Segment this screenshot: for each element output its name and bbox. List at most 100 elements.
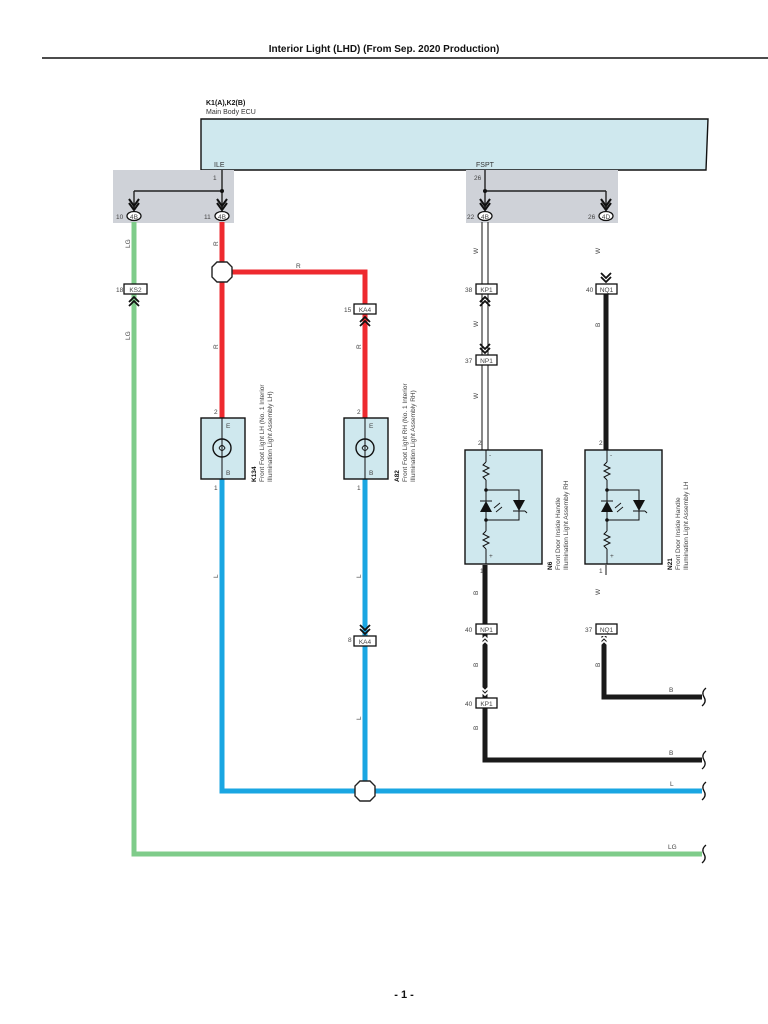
svg-text:W: W: [595, 588, 602, 595]
svg-text:40: 40: [586, 287, 594, 294]
ecu-code: K1(A),K2(B): [206, 100, 245, 107]
resistor-icon: [602, 461, 612, 481]
ecu-terminal-ile: ILE: [214, 162, 225, 169]
svg-text:NQ1: NQ1: [600, 627, 614, 634]
svg-text:KP1: KP1: [480, 701, 493, 708]
lamp-icon: [355, 438, 375, 458]
svg-text:Illumination Light Assembly LH: Illumination Light Assembly LH: [683, 481, 690, 570]
resistor-icon: [481, 530, 491, 550]
svg-text:1: 1: [480, 568, 484, 575]
ecu-name: Main Body ECU: [206, 109, 256, 116]
wire-w: [481, 222, 489, 450]
svg-text:Front Foot Light RH (No. 1 Int: Front Foot Light RH (No. 1 Interior: [402, 383, 409, 482]
component-a82: 2 E B 1 A82 Front Foot Light RH (No. 1 I…: [343, 383, 417, 492]
connector-nq1-40: 40 NQ1: [586, 272, 618, 295]
svg-text:-: -: [489, 452, 491, 459]
resistor-icon: [602, 530, 612, 550]
svg-text:KA4: KA4: [359, 307, 372, 314]
svg-text:N6: N6: [547, 561, 554, 570]
svg-text:8: 8: [348, 637, 352, 644]
svg-text:B: B: [473, 726, 480, 730]
svg-text:NQ1: NQ1: [600, 287, 614, 294]
component-k134: 2 E B 1 K134 Front Foot Light LH (No. 1 …: [200, 384, 274, 492]
wire-labels: LG LG R R R R L L L W W W W B B W B B B …: [125, 239, 677, 851]
svg-text:B: B: [369, 470, 373, 477]
page-title: Interior Light (LHD) (From Sep. 2020 Pro…: [269, 44, 500, 55]
svg-text:KA4: KA4: [359, 639, 372, 646]
svg-text:4D: 4D: [602, 214, 611, 221]
svg-text:37: 37: [465, 358, 473, 365]
junction-26-4d: 26 4D: [588, 210, 614, 222]
photodiode-icon: [633, 500, 645, 511]
svg-text:1: 1: [357, 485, 361, 492]
svg-text:4B: 4B: [130, 214, 138, 221]
svg-text:E: E: [369, 423, 374, 430]
connector-kp1-38: 38 KP1: [465, 283, 498, 307]
resistor-icon: [481, 461, 491, 481]
svg-text:11: 11: [204, 214, 211, 221]
svg-text:4B: 4B: [481, 214, 489, 221]
svg-text:2: 2: [214, 409, 218, 416]
splice-point-l: [354, 780, 376, 802]
connector-nq1-37: 37 NQ1: [585, 623, 618, 647]
connector-kp1-40: 40 KP1: [465, 685, 498, 709]
svg-text:L: L: [356, 716, 363, 720]
ecu-terminal-fspt: FSPT: [476, 162, 495, 169]
svg-text:18: 18: [116, 287, 124, 294]
svg-text:W: W: [473, 392, 480, 399]
svg-text:LG: LG: [668, 844, 677, 851]
ecu-pin-fspt: 26: [474, 175, 482, 182]
junction-10-4b: 10 4B: [116, 210, 142, 222]
wire-lg: [131, 222, 702, 857]
svg-text:Illumination Light Assembly RH: Illumination Light Assembly RH: [563, 480, 570, 570]
svg-text:40: 40: [465, 701, 473, 708]
svg-text:Illumination Light Assembly LH: Illumination Light Assembly LH): [267, 391, 274, 482]
svg-text:B: B: [595, 663, 602, 667]
component-n21: 2 - + 1 N21 Front Door Inside Handle Ill…: [584, 440, 690, 575]
ecu-pin-ile: 1: [213, 175, 217, 182]
svg-text:B: B: [473, 591, 480, 595]
connector-ka4-15: 15 KA4: [344, 303, 377, 327]
svg-text:E: E: [226, 423, 231, 430]
svg-text:KP1: KP1: [480, 287, 493, 294]
svg-text:B: B: [669, 687, 673, 694]
lamp-icon: [212, 438, 232, 458]
svg-text:NP1: NP1: [480, 358, 493, 365]
svg-text:15: 15: [344, 307, 352, 314]
svg-text:1: 1: [599, 568, 603, 575]
component-n6: 2 - + 1 N6 Front Door Inside Handle Illu…: [464, 440, 570, 575]
connector-np1-37: 37 NP1: [465, 343, 498, 366]
junction-11-4b: 11 4B: [204, 210, 230, 222]
svg-text:Front Door Inside Handle: Front Door Inside Handle: [555, 497, 562, 570]
svg-text:40: 40: [465, 627, 473, 634]
splice-point-r: [211, 261, 233, 283]
svg-text:Front Door Inside Handle: Front Door Inside Handle: [675, 497, 682, 570]
svg-text:L: L: [213, 574, 220, 578]
wire-break-symbols: [701, 687, 707, 864]
led-icon: [480, 501, 492, 512]
svg-text:W: W: [473, 320, 480, 327]
junction-22-4b: 22 4B: [467, 210, 493, 222]
svg-text:B: B: [473, 663, 480, 667]
wire-b-nq1: [601, 636, 702, 700]
connector-ka4-8: 8 KA4: [348, 624, 377, 647]
connector-np1-40: 40 NP1: [465, 623, 498, 647]
svg-text:Front Foot Light LH (No. 1 Int: Front Foot Light LH (No. 1 Interior: [259, 384, 266, 482]
svg-text:4B: 4B: [218, 214, 226, 221]
svg-text:2: 2: [357, 409, 361, 416]
svg-text:NP1: NP1: [480, 627, 493, 634]
svg-text:37: 37: [585, 627, 593, 634]
svg-text:R: R: [213, 344, 220, 349]
svg-text:1: 1: [214, 485, 218, 492]
wire-l-lh: [219, 478, 702, 794]
svg-text:-: -: [610, 452, 612, 459]
svg-text:Illumination Light Assembly RH: Illumination Light Assembly RH): [410, 390, 417, 482]
svg-text:R: R: [213, 241, 220, 246]
svg-text:L: L: [670, 781, 674, 788]
svg-text:+: +: [489, 553, 493, 560]
svg-text:A82: A82: [394, 470, 401, 482]
svg-text:22: 22: [467, 214, 475, 221]
svg-text:LG: LG: [125, 239, 132, 248]
svg-text:B: B: [595, 323, 602, 327]
